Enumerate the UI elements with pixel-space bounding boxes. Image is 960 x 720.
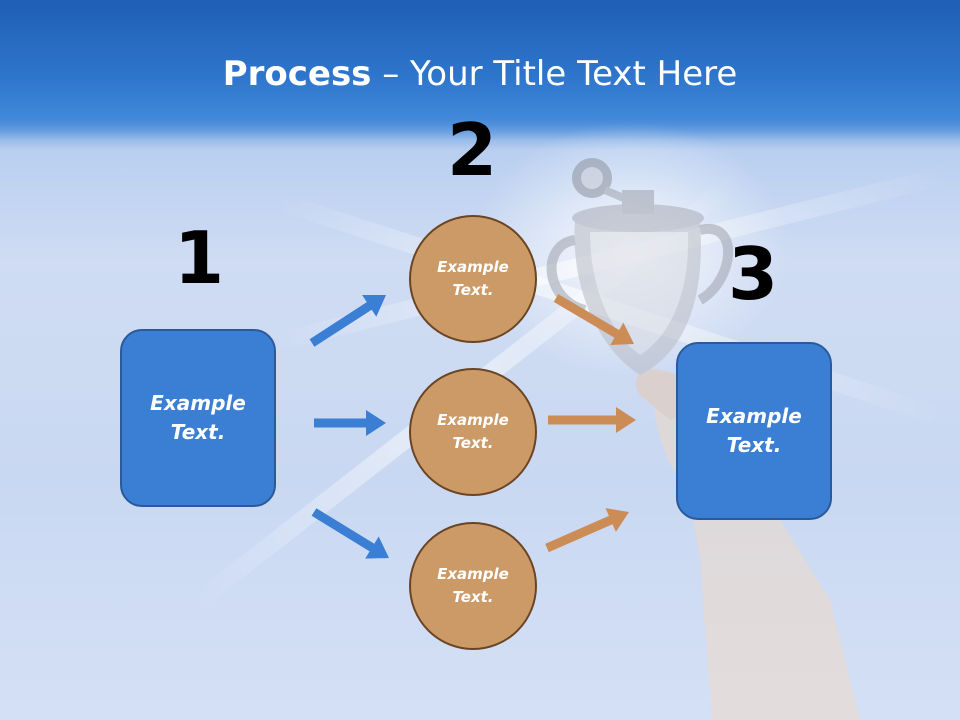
step-number-2: 2	[446, 108, 498, 192]
step-number-1: 1	[173, 216, 225, 300]
title-band	[0, 0, 960, 140]
circle-middle[interactable]: Example Text.	[409, 368, 537, 496]
slide-title: Process – Your Title Text Here	[0, 52, 960, 96]
right-process-box[interactable]: Example Text.	[676, 342, 832, 520]
circle-top[interactable]: Example Text.	[409, 215, 537, 343]
circle-bottom-text: Example Text.	[437, 565, 509, 606]
arrow-bottom-to-right	[545, 508, 629, 553]
right-box-text: Example Text.	[706, 404, 802, 457]
arrow-top-to-right	[553, 294, 634, 345]
left-box-text: Example Text.	[150, 391, 246, 444]
step-number-3: 3	[727, 232, 779, 316]
circle-top-text: Example Text.	[437, 258, 509, 299]
title-text: – Your Title Text Here	[371, 54, 738, 94]
circle-bottom[interactable]: Example Text.	[409, 522, 537, 650]
arrow-left-to-middle	[314, 410, 386, 436]
arrow-left-to-bottom	[311, 508, 389, 559]
arrow-left-to-top	[309, 295, 386, 347]
arrow-middle-to-right	[548, 407, 636, 433]
title-bold: Process	[222, 54, 372, 94]
circle-middle-text: Example Text.	[437, 411, 509, 452]
left-process-box[interactable]: Example Text.	[120, 329, 276, 507]
